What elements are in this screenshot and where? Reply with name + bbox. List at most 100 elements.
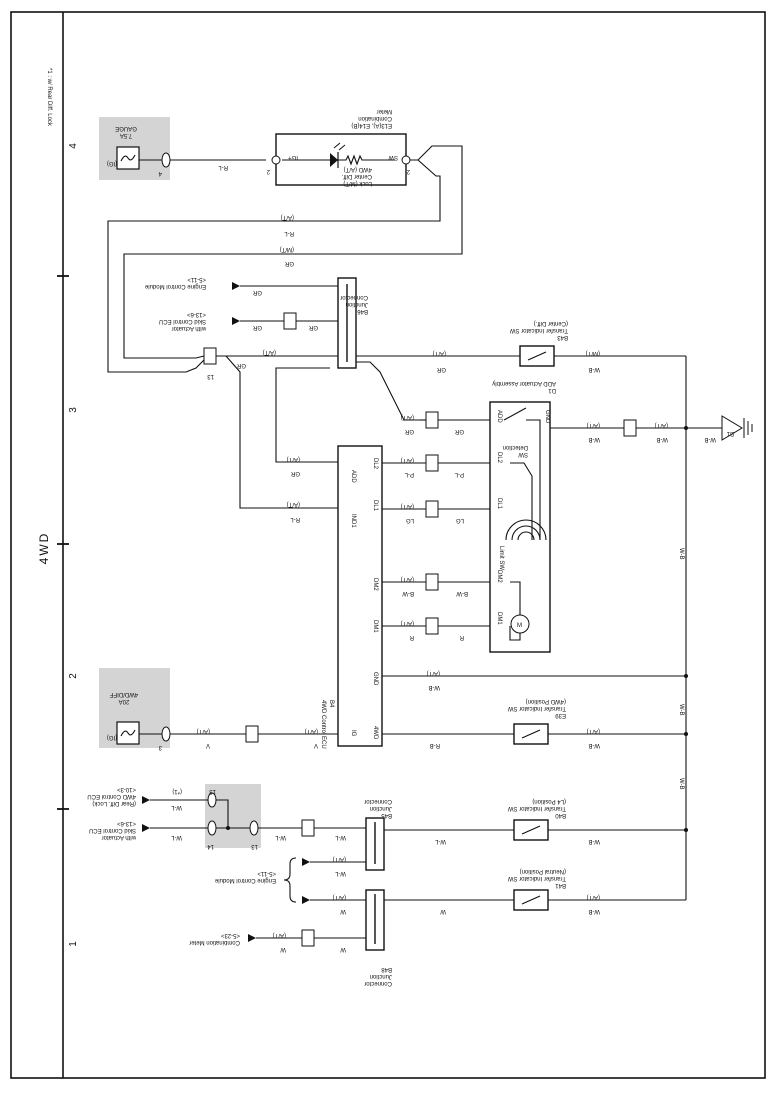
svg-text:DM2: DM2 bbox=[372, 578, 378, 591]
svg-text:W-B: W-B bbox=[588, 366, 600, 372]
switch-contact bbox=[527, 351, 547, 361]
svg-text:P-L: P-L bbox=[404, 471, 414, 477]
fuse-source: (IG) bbox=[107, 160, 117, 166]
svg-text:ADD: ADD bbox=[496, 410, 502, 423]
svg-text:R-L: R-L bbox=[284, 230, 294, 236]
svg-text:V: V bbox=[206, 742, 210, 748]
svg-text:W-B: W-B bbox=[678, 778, 684, 790]
svg-text:4WD: 4WD bbox=[372, 726, 378, 740]
ecu-pins: ADD IND1 DL2 DL1 DM2 DM1 GND IG 4WD bbox=[350, 458, 378, 740]
svg-text:(A/T): (A/T) bbox=[401, 457, 414, 463]
meter-pin-no: 2 bbox=[266, 168, 270, 174]
pin-no: 13 bbox=[209, 788, 216, 794]
arrow-icon bbox=[142, 824, 150, 832]
svg-text:(A/T): (A/T) bbox=[263, 349, 276, 355]
svg-text:W-B: W-B bbox=[588, 436, 600, 442]
wire bbox=[225, 355, 338, 509]
pin-no: 13 bbox=[207, 373, 214, 379]
section-number: 4 bbox=[68, 143, 79, 149]
svg-text:R: R bbox=[409, 634, 414, 640]
ground-icon bbox=[721, 415, 753, 441]
svg-text:B-W: B-W bbox=[456, 590, 468, 596]
svg-text:DM1: DM1 bbox=[372, 620, 378, 633]
destination-label: <5-11>Engine Control Module bbox=[144, 276, 206, 289]
svg-text:GR: GR bbox=[284, 260, 294, 266]
svg-text:IND1: IND1 bbox=[350, 514, 356, 528]
svg-text:W: W bbox=[340, 908, 346, 914]
svg-text:W-B: W-B bbox=[656, 436, 668, 442]
svg-text:(A/T): (A/T) bbox=[587, 894, 600, 900]
svg-text:(*1): (*1) bbox=[172, 788, 182, 794]
section-number: 3 bbox=[68, 407, 79, 413]
svg-text:R: R bbox=[459, 634, 464, 640]
footnote: *1 : w/ Rear Diff. Lock bbox=[46, 68, 52, 127]
wire bbox=[356, 361, 420, 421]
section-ticks bbox=[57, 275, 69, 810]
connector-plug bbox=[301, 819, 315, 837]
svg-text:(A/T): (A/T) bbox=[401, 414, 414, 420]
section-number: 1 bbox=[68, 941, 79, 947]
pin-no: 14 bbox=[207, 843, 214, 849]
destination-label: <5-23>Combination Meter bbox=[189, 932, 240, 945]
svg-text:DM1: DM1 bbox=[496, 612, 502, 625]
svg-text:DL2: DL2 bbox=[496, 452, 502, 464]
wire bbox=[526, 419, 541, 540]
svg-text:DL2: DL2 bbox=[372, 458, 378, 470]
svg-text:(A/T): (A/T) bbox=[273, 932, 286, 938]
page-frame bbox=[10, 11, 766, 1079]
svg-text:IG: IG bbox=[350, 730, 356, 737]
pin-oval bbox=[207, 820, 217, 836]
meter-pin-no: 2 bbox=[406, 168, 410, 174]
wire bbox=[510, 462, 533, 540]
svg-text:(M/T): (M/T) bbox=[280, 246, 294, 252]
switch-contact bbox=[521, 895, 541, 905]
svg-text:R-L: R-L bbox=[290, 516, 300, 522]
svg-text:GR: GR bbox=[290, 470, 300, 476]
arrow-icon bbox=[232, 282, 240, 290]
wire bbox=[216, 799, 250, 829]
svg-text:W-B: W-B bbox=[704, 436, 716, 442]
limit-switch-icon bbox=[505, 519, 547, 541]
svg-text:W-L: W-L bbox=[434, 838, 446, 844]
destination-label: <10-3>4WD Control ECU(Rear Diff. Lock) bbox=[87, 786, 136, 806]
svg-text:R-B: R-B bbox=[430, 742, 440, 748]
svg-text:GR: GR bbox=[436, 366, 446, 372]
svg-text:W: W bbox=[340, 946, 346, 952]
switch-contact bbox=[503, 407, 527, 421]
ecu-box bbox=[337, 445, 383, 747]
svg-text:GR: GR bbox=[308, 324, 318, 330]
svg-text:GR: GR bbox=[454, 428, 464, 434]
svg-text:GND: GND bbox=[372, 672, 378, 686]
svg-text:GR: GR bbox=[252, 324, 262, 330]
pin-oval bbox=[249, 820, 259, 836]
svg-text:W-B: W-B bbox=[678, 704, 684, 716]
actuator-pins: ADD GND DL2 DL1 DM2 DM1 bbox=[496, 410, 550, 625]
svg-text:ADD: ADD bbox=[350, 470, 356, 483]
svg-text:W-L: W-L bbox=[334, 870, 346, 876]
svg-text:GR: GR bbox=[252, 289, 262, 295]
arrow-icon bbox=[232, 317, 240, 325]
connector-plug bbox=[301, 929, 315, 947]
meter-pin-name: SW bbox=[388, 154, 398, 160]
ground-label: B1 bbox=[726, 430, 734, 436]
meter-pin-name: IG+ bbox=[288, 154, 298, 160]
connector-plug bbox=[623, 419, 637, 437]
svg-text:(A/T): (A/T) bbox=[401, 576, 414, 582]
svg-text:W-L: W-L bbox=[334, 834, 346, 840]
svg-text:(A/T): (A/T) bbox=[587, 422, 600, 428]
svg-text:3: 3 bbox=[158, 744, 162, 750]
svg-text:(A/T): (A/T) bbox=[427, 670, 440, 676]
svg-text:B-W: B-W bbox=[402, 590, 414, 596]
svg-text:(A/T): (A/T) bbox=[305, 728, 318, 734]
connector-plug bbox=[283, 312, 297, 330]
svg-text:(A/T): (A/T) bbox=[333, 856, 346, 862]
svg-text:DL1: DL1 bbox=[372, 500, 378, 512]
